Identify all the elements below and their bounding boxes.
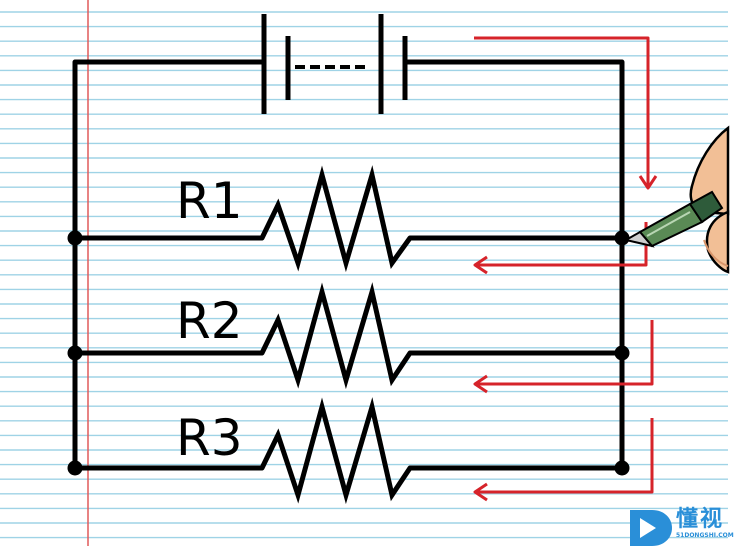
node-left-r1 bbox=[67, 230, 83, 246]
node-left-r2 bbox=[67, 345, 83, 361]
node-right-r1 bbox=[614, 230, 630, 246]
play-triangle-icon bbox=[640, 518, 656, 538]
junction-nodes bbox=[67, 230, 630, 476]
resistor-r1 bbox=[259, 165, 413, 273]
label-r1: R1 bbox=[176, 172, 243, 230]
watermark-logo bbox=[630, 510, 672, 546]
pen-grip bbox=[688, 190, 724, 224]
wire-left-rail bbox=[72, 59, 264, 468]
resistor-r2 bbox=[259, 282, 413, 390]
resistors bbox=[259, 165, 413, 505]
label-r2: R2 bbox=[176, 292, 243, 350]
node-right-r3 bbox=[614, 460, 630, 476]
label-r1-text: R1 bbox=[176, 172, 243, 230]
hand-with-pen-illustration bbox=[623, 125, 730, 274]
arrow-top-down-head bbox=[638, 175, 658, 190]
label-r3: R3 bbox=[176, 409, 243, 467]
watermark-cjk: 懂视 bbox=[676, 507, 725, 532]
arrow-branch-r3-head bbox=[473, 482, 488, 502]
resistor-labels: R1 R2 R3 bbox=[176, 172, 243, 467]
resistor-r3 bbox=[259, 397, 413, 505]
node-left-r3 bbox=[67, 460, 83, 476]
arrow-branch-r1-head bbox=[473, 255, 488, 275]
node-right-r2 bbox=[614, 345, 630, 361]
arrow-branch-r3 bbox=[476, 418, 654, 494]
label-r2-text: R2 bbox=[176, 292, 243, 350]
pen-tip bbox=[623, 230, 655, 248]
wire-right-rail bbox=[405, 59, 625, 468]
arrow-branch-r2-head bbox=[473, 374, 488, 394]
watermark-site: 51DONGSHI.COM bbox=[676, 532, 734, 539]
hand-shading bbox=[703, 239, 729, 267]
arrow-branch-r2 bbox=[476, 320, 654, 386]
label-r3-text: R3 bbox=[176, 409, 243, 467]
circuit-wires bbox=[72, 59, 625, 471]
pen-highlight bbox=[646, 211, 691, 237]
arrow-top-down bbox=[474, 36, 650, 186]
watermark-text: 懂视 51DONGSHI.COM bbox=[676, 507, 734, 546]
battery-symbol bbox=[261, 14, 408, 114]
